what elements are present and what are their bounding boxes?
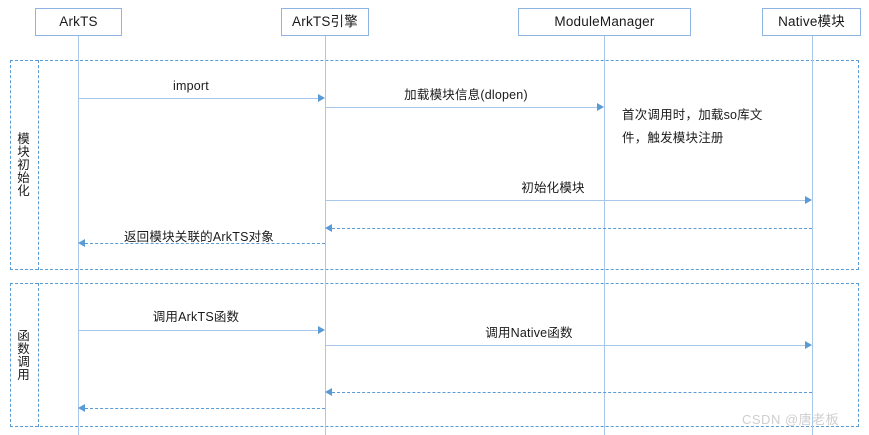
participant-module-manager[interactable]: ModuleManager [518, 8, 691, 36]
message-arrowhead-load-module-info [597, 103, 604, 111]
message-arrowhead-native-return [325, 224, 332, 232]
watermark-csdn: CSDN @唐老板 [742, 412, 840, 427]
message-label-call-native-function: 调用Native函数 [485, 326, 573, 340]
fragment-module-init-label: 模块初始化 [15, 132, 29, 197]
lifeline-module-manager [604, 36, 605, 435]
message-line-call-arkts-function [78, 330, 318, 331]
message-arrowhead-native-function-return [325, 388, 332, 396]
message-line-return-arkts-object [85, 243, 325, 244]
lifeline-arkts [78, 36, 79, 435]
note-first-call-load-so: 首次调用时，加载so库文 件，触发模块注册 [622, 104, 782, 150]
message-label-load-module-info: 加载模块信息(dlopen) [404, 88, 528, 102]
message-label-init-module: 初始化模块 [521, 181, 585, 195]
message-arrowhead-import [318, 94, 325, 102]
message-label-return-arkts-object: 返回模块关联的ArkTS对象 [123, 230, 275, 244]
message-line-native-function-return [332, 392, 812, 393]
message-arrowhead-init-module [805, 196, 812, 204]
lifeline-arkts-engine [325, 36, 326, 435]
participant-native-module[interactable]: Native模块 [762, 8, 861, 36]
lifeline-native-module [812, 36, 813, 435]
message-arrowhead-call-arkts-function [318, 326, 325, 334]
participant-arkts[interactable]: ArkTS [35, 8, 122, 36]
message-line-import [78, 98, 318, 99]
note-line-1: 首次调用时，加载so库文 [622, 108, 763, 122]
message-line-init-module [325, 200, 805, 201]
message-line-call-native-function [325, 345, 805, 346]
message-arrowhead-return-arkts-object [78, 239, 85, 247]
note-line-2: 件，触发模块注册 [622, 131, 724, 146]
message-line-load-module-info [325, 107, 597, 108]
fragment-function-call-divider [38, 283, 39, 427]
message-line-native-return [332, 228, 812, 229]
message-label-import: import [173, 79, 209, 93]
fragment-module-init-divider [38, 60, 39, 270]
message-arrowhead-arkts-function-return [78, 404, 85, 412]
message-label-call-arkts-function: 调用ArkTS函数 [152, 310, 240, 324]
message-arrowhead-call-native-function [805, 341, 812, 349]
participant-arkts-engine[interactable]: ArkTS引擎 [281, 8, 369, 36]
fragment-function-call [10, 283, 859, 427]
fragment-module-init [10, 60, 859, 270]
message-line-arkts-function-return [85, 408, 325, 409]
fragment-function-call-label: 函数调用 [15, 329, 29, 381]
